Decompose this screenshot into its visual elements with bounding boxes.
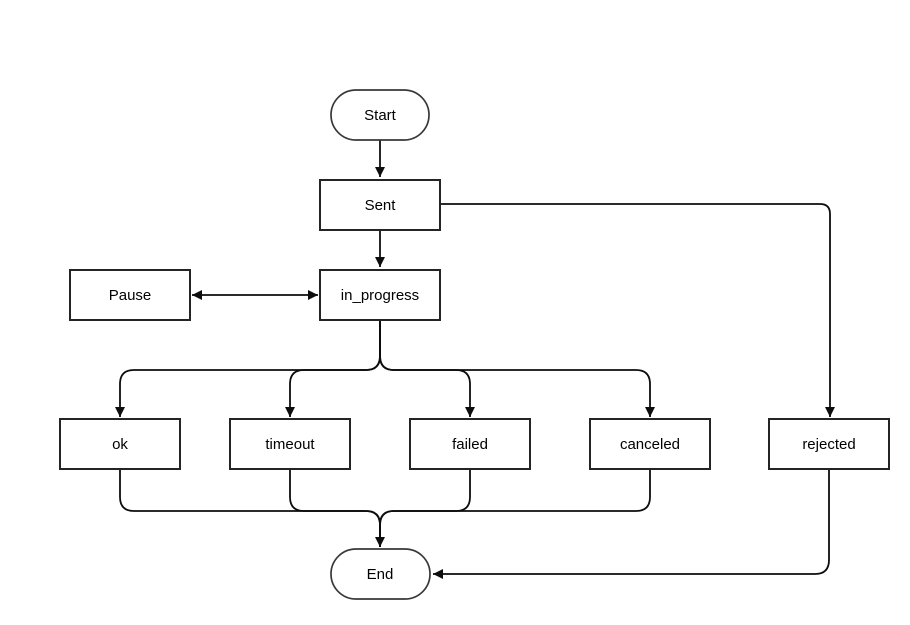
node-rejected: rejected [768,418,890,470]
node-failed-label: failed [452,436,488,453]
edge-timeout-to-end [289,469,381,547]
node-canceled-shape [589,418,711,470]
node-end-shape [330,548,431,600]
node-failed: failed [409,418,531,470]
node-in-progress-label: in_progress [341,287,419,304]
edge-ok-to-end [119,469,385,547]
edge-sent-to-rejected [440,203,835,417]
node-start-shape [330,89,430,141]
node-rejected-label: rejected [802,436,855,453]
edge-in-progress-to-timeout [285,320,381,417]
node-end: End [330,548,431,600]
edge-rejected-to-end [433,469,830,579]
node-rejected-shape [768,418,890,470]
node-sent-label: Sent [365,197,397,214]
node-ok-shape [59,418,181,470]
node-pause-label: Pause [109,287,152,304]
node-sent: Sent [319,179,441,231]
node-canceled-label: canceled [620,436,680,453]
edge-failed-to-end [379,469,471,547]
node-timeout-shape [229,418,351,470]
node-timeout-label: timeout [265,436,315,453]
edge-canceled-to-end [379,469,651,547]
node-pause-shape [69,269,191,321]
node-in-progress: in_progress [319,269,441,321]
node-canceled: canceled [589,418,711,470]
node-start: Start [330,89,430,141]
node-start-label: Start [364,107,397,124]
edge-in-progress-to-canceled [379,320,655,417]
node-ok-label: ok [112,436,128,453]
node-sent-shape [319,179,441,231]
edge-in-progress-to-failed [379,320,475,417]
edge-in-progress-to-ok [115,320,381,417]
edges-layer [115,140,835,579]
node-end-label: End [367,566,394,583]
node-timeout: timeout [229,418,351,470]
node-in-progress-shape [319,269,441,321]
node-ok: ok [59,418,181,470]
node-failed-shape [409,418,531,470]
node-pause: Pause [69,269,191,321]
